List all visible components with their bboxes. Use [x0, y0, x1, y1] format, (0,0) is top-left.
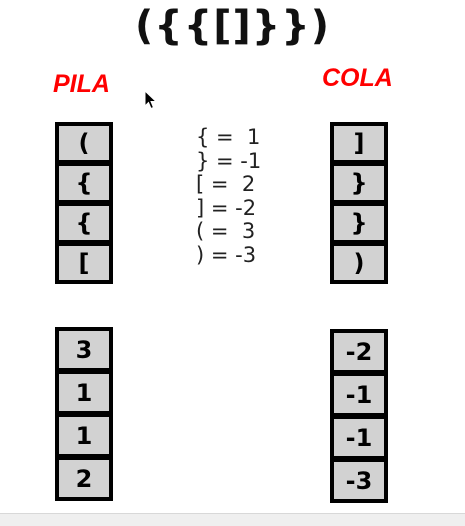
- symbol-value-legend: { = 1 } = -1 [ = 2 ] = -2 ( = 3 ) = -3: [196, 125, 262, 267]
- pila-cell: {: [57, 204, 111, 242]
- legend-row: ( = 3: [196, 219, 256, 243]
- pila-value-cell: 3: [57, 329, 111, 370]
- pila-label: PILA: [53, 70, 110, 98]
- pila-value-cell: 2: [57, 458, 111, 499]
- pila-cell: (: [57, 124, 111, 162]
- bottom-bar: [0, 513, 465, 526]
- legend-row: ] = -2: [196, 195, 257, 220]
- pila-cell: {: [57, 164, 111, 202]
- pila-cell: [: [57, 244, 111, 282]
- cola-cell: ): [332, 244, 386, 282]
- cola-cell: ]: [332, 124, 386, 162]
- cola-cell: }: [332, 164, 386, 202]
- cola-value-cell: -1: [332, 417, 386, 458]
- legend-row: { = 1: [196, 125, 261, 149]
- cola-queue-values: -2 -1 -1 -3: [330, 329, 388, 503]
- pila-value-cell: 1: [57, 415, 111, 456]
- cola-queue-symbols: ] } } ): [330, 122, 388, 284]
- legend-row: } = -1: [196, 148, 262, 173]
- legend-row: ) = -3: [196, 242, 257, 267]
- legend-row: [ = 2: [196, 172, 256, 196]
- pila-stack-symbols: ( { { [: [55, 122, 113, 284]
- pila-stack-values: 3 1 1 2: [55, 327, 113, 501]
- pila-value-cell: 1: [57, 372, 111, 413]
- mouse-pointer-icon: [144, 90, 158, 110]
- cola-value-cell: -1: [332, 374, 386, 415]
- cola-cell: }: [332, 204, 386, 242]
- cola-label: COLA: [322, 64, 393, 92]
- expression-title: ({{[]}}): [134, 3, 331, 49]
- cola-value-cell: -2: [332, 331, 386, 372]
- cola-value-cell: -3: [332, 460, 386, 501]
